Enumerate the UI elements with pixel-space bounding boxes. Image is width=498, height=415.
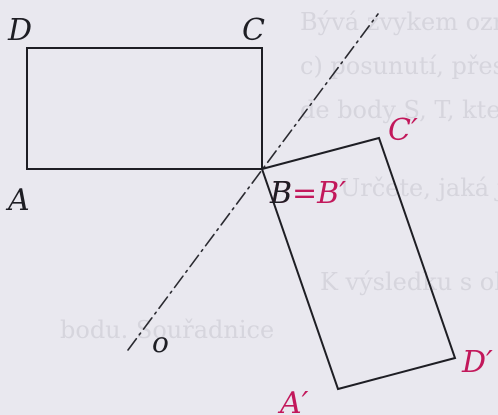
show-through-line-4: Určete, jaká je: [340, 174, 498, 202]
show-through-line-6: bodu. Souřadnice: [60, 316, 274, 344]
label-b-dark-overlay: B: [269, 176, 292, 211]
label-d-prime: D′: [461, 345, 493, 380]
show-through-line-5: K výsledku s ohledem: [320, 268, 498, 296]
rectangle-a-prime-b-prime-c-prime-d-prime: [260, 136, 457, 391]
label-a-prime: A′: [277, 386, 309, 415]
show-through-line-2: c) posunutí, přesunutí: [300, 52, 498, 80]
axis-line-o: [127, 13, 379, 351]
label-c: C: [242, 13, 265, 48]
rectangle-abcd: [26, 47, 263, 170]
show-through-text: Bývá zvykem označovat c) posunutí, přesu…: [60, 8, 498, 344]
show-through-line-1: Bývá zvykem označovat: [300, 8, 498, 36]
label-axis-o: o: [152, 326, 169, 359]
label-d: D: [7, 13, 32, 48]
label-b-eq-b-prime: B=B′: [269, 176, 346, 211]
label-c-prime: C′: [388, 113, 418, 148]
show-through-line-3: de body S, T, které: [300, 96, 498, 124]
label-a: A: [5, 183, 30, 218]
